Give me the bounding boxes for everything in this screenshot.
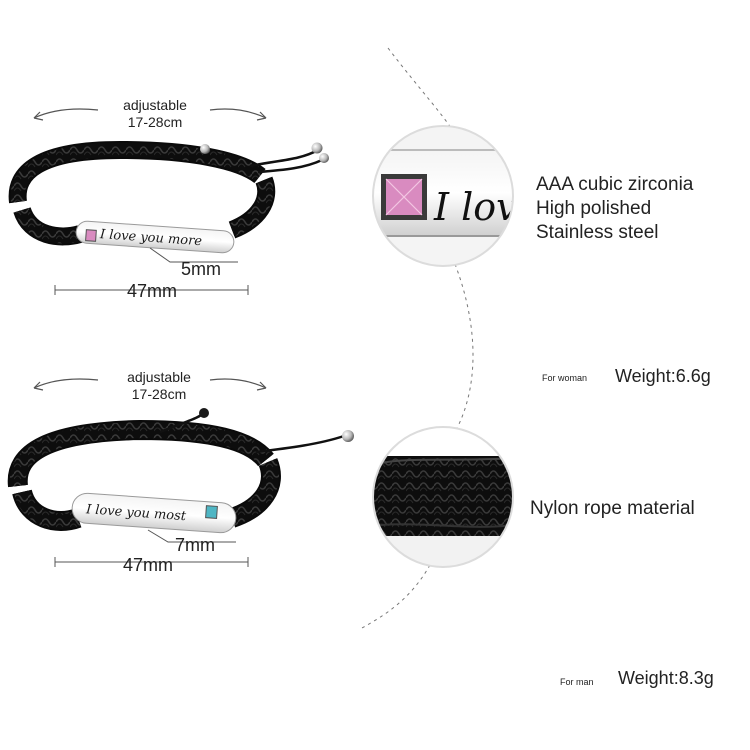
tag-plate-top bbox=[75, 220, 235, 254]
adjustable-text: adjustable bbox=[127, 369, 191, 385]
feature-zirconia: AAA cubic zirconia bbox=[536, 174, 694, 195]
stone-top bbox=[85, 229, 97, 242]
engraving-bottom: I love you most bbox=[85, 502, 188, 524]
range-text: 17-28cm bbox=[127, 114, 183, 130]
adjustable-label-bottom: adjustable 17-28cm bbox=[104, 369, 214, 403]
zoom-circle-tag: I lov bbox=[372, 125, 518, 267]
stone-bottom bbox=[205, 505, 218, 519]
tag-plate-bottom bbox=[71, 492, 237, 534]
height-label-top: 5mm bbox=[181, 259, 221, 279]
length-label-bottom: 47mm bbox=[123, 555, 174, 575]
feature-rope: Nylon rope material bbox=[530, 498, 695, 519]
weight-man-label: Weight:8.3g bbox=[618, 668, 714, 688]
divider-curve-lower bbox=[361, 564, 431, 629]
feature-list-top: AAA cubic zirconia High polished Stainle… bbox=[536, 173, 693, 245]
bracelet-top: I love you more bbox=[8, 108, 329, 295]
divider-curve-upper bbox=[387, 47, 456, 136]
weight-woman-label: Weight:6.6g bbox=[615, 366, 711, 386]
adjustable-text: adjustable bbox=[123, 97, 187, 113]
feature-steel: Stainless steel bbox=[536, 222, 659, 243]
bracelet-bottom: I love you most bbox=[7, 378, 354, 567]
range-text: 17-28cm bbox=[131, 386, 187, 402]
adjustable-label-top: adjustable 17-28cm bbox=[100, 97, 210, 131]
divider-curve-middle bbox=[454, 263, 474, 433]
zoom-engraving: I lov bbox=[433, 185, 518, 229]
height-label-bottom: 7mm bbox=[175, 535, 215, 555]
length-label-top: 47mm bbox=[127, 281, 178, 301]
engraving-top: I love you more bbox=[99, 227, 203, 249]
feature-polished: High polished bbox=[536, 198, 652, 219]
for-woman-label: For woman bbox=[542, 373, 588, 383]
for-man-label: For man bbox=[560, 677, 594, 687]
zoom-circle-rope bbox=[372, 426, 514, 568]
